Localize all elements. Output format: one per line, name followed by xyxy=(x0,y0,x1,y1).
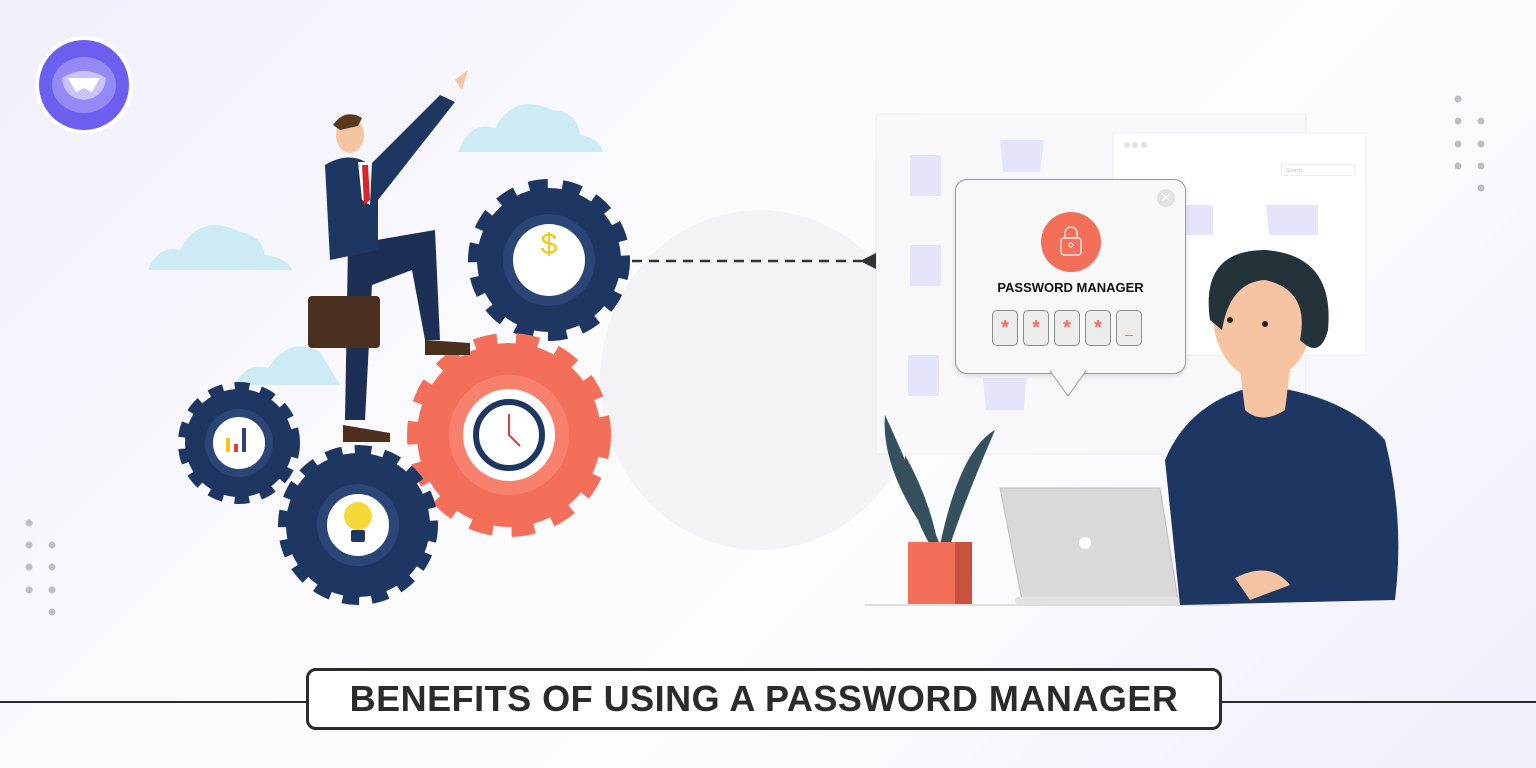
close-icon[interactable]: ✕ xyxy=(1157,189,1175,207)
businessman xyxy=(308,70,470,442)
pin-box[interactable]: _ xyxy=(1116,310,1142,346)
pin-box[interactable]: * xyxy=(1023,310,1049,346)
search-input: Search... xyxy=(1281,164,1355,176)
decorative-dots xyxy=(25,95,1485,616)
gear-lightbulb-icon xyxy=(278,445,438,605)
clouds xyxy=(148,104,603,385)
woman xyxy=(1165,250,1399,605)
banner-title: BENEFITS OF USING A PASSWORD MANAGER xyxy=(306,668,1222,730)
brand-logo xyxy=(35,36,133,134)
popup-pointer xyxy=(1050,370,1087,397)
popup-title: PASSWORD MANAGER xyxy=(997,280,1144,295)
password-manager-popup: ✕ PASSWORD MANAGER * * * * _ xyxy=(955,179,1186,374)
lock-icon xyxy=(1041,212,1101,272)
dollar-symbol: $ xyxy=(540,228,558,261)
gear-chart-icon xyxy=(178,382,300,504)
pin-box[interactable]: * xyxy=(1085,310,1111,346)
pin-input[interactable]: * * * * _ xyxy=(992,310,1142,346)
background-blob xyxy=(600,210,920,550)
plant xyxy=(884,415,995,605)
gear-clock-icon xyxy=(407,333,611,537)
pin-box[interactable]: * xyxy=(992,310,1018,346)
laptop xyxy=(999,487,1227,604)
pin-box[interactable]: * xyxy=(1054,310,1080,346)
file-icons xyxy=(908,140,1318,410)
gear-dollar-icon xyxy=(468,179,630,341)
